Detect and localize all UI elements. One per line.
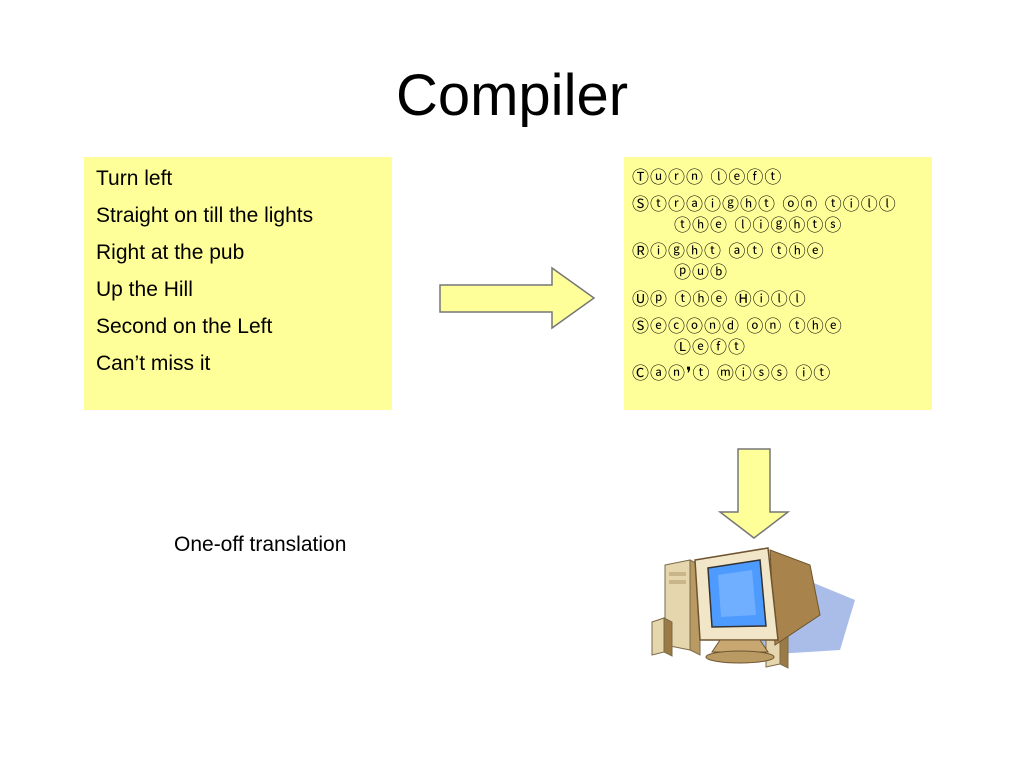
right-arrow-icon <box>440 268 594 328</box>
computer-icon <box>652 548 855 668</box>
down-arrow-icon <box>720 449 788 538</box>
